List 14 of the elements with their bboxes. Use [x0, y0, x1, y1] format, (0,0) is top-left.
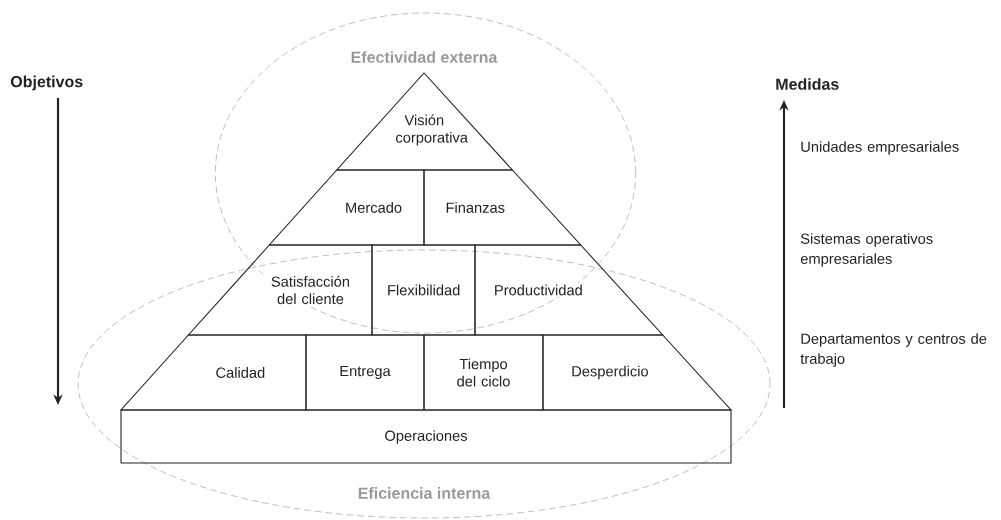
pyramid-cell: Operaciones — [120, 409, 732, 464]
level-label: Sistemas operativos empresariales — [800, 233, 933, 267]
pyramid-cell: Finanzas — [423, 169, 582, 246]
pyramid-cell: Desperdicio — [542, 334, 733, 411]
pyramid-cell: Entrega — [305, 334, 425, 411]
pyramid-cell: Productividad — [474, 244, 664, 336]
pyramid-cell: Satisfacción del cliente — [187, 244, 373, 336]
heading: Objetivos — [10, 75, 83, 91]
pyramid-cell: Mercado — [268, 169, 425, 246]
pyramid-cell: Flexibilidad — [371, 244, 476, 336]
level-label: Departamentos y centros de trabajo — [800, 333, 987, 367]
level-label: Unidades empresariales — [801, 141, 959, 155]
pyramid-cell: Tiempo del ciclo — [423, 334, 544, 411]
heading: Medidas — [776, 78, 839, 90]
